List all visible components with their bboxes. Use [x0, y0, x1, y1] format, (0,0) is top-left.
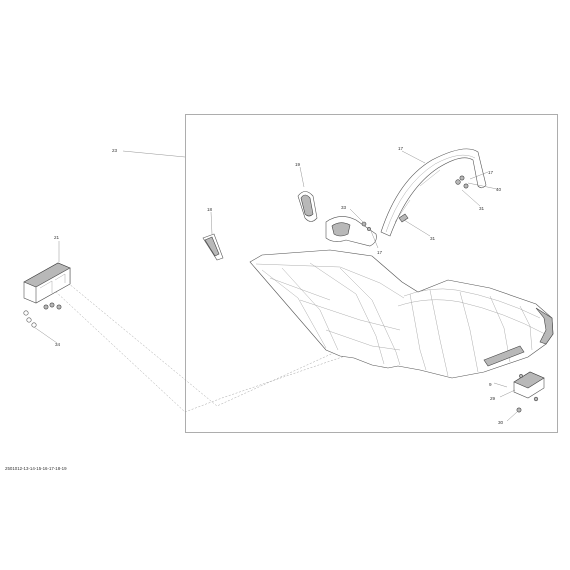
callout-9: 9: [489, 382, 492, 387]
clip-18: [202, 211, 224, 261]
handle-block: [325, 208, 379, 249]
bracket-21: [23, 241, 71, 310]
seat-body: [249, 249, 554, 379]
trim-piece-19: [297, 166, 318, 222]
leader-23: [122, 150, 186, 158]
callout-30: 30: [498, 420, 504, 425]
callout-31-right: 31: [479, 206, 485, 211]
callout-40: 40: [496, 187, 502, 192]
projection-lines: [39, 276, 349, 413]
bolt-31: [398, 213, 431, 237]
diagram-code: 2501012-13-14-15-16-17-18-19: [5, 466, 67, 471]
callout-33: 33: [341, 205, 347, 210]
bolts-34: [23, 310, 58, 344]
assembly-frame: [185, 114, 558, 433]
strap-fasteners: [455, 171, 498, 207]
callout-18: 18: [207, 207, 213, 212]
callout-labels: 23 19 17 18 33 17 31 40 17 31 21 34 9 29…: [54, 146, 504, 425]
callout-17-mid: 17: [377, 250, 383, 255]
callout-29: 29: [490, 396, 496, 401]
grab-strap-17: [380, 148, 487, 237]
callout-19: 19: [295, 162, 301, 167]
callout-21: 21: [54, 235, 60, 240]
callout-23: 23: [112, 148, 118, 153]
rear-bracket-29: [493, 371, 545, 402]
bolt-30: [506, 407, 522, 422]
callout-31-mid: 31: [430, 236, 436, 241]
callout-34: 34: [55, 342, 61, 347]
callout-17-right: 17: [488, 170, 494, 175]
callout-17-top: 17: [398, 146, 404, 151]
